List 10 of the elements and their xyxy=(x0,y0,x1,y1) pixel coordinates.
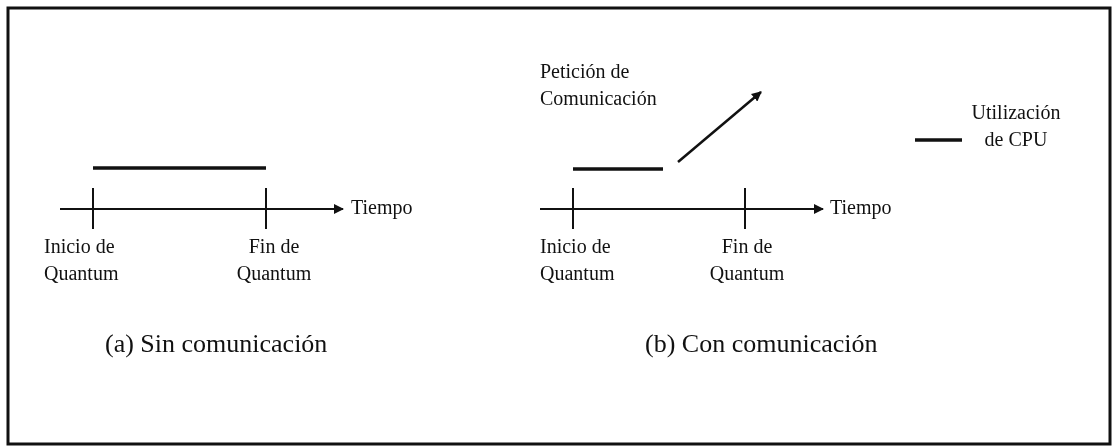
tick-label: Fin de Quantum xyxy=(235,234,313,286)
axis-label: Tiempo xyxy=(351,195,414,221)
annotation-text: Petición de Comunicación xyxy=(540,59,658,111)
legend-label: Utilización de CPU xyxy=(970,100,1062,152)
caption: (a) Sin comunicación xyxy=(105,330,329,357)
caption: (b) Con comunicación xyxy=(645,330,879,357)
tick-label: Inicio de Quantum xyxy=(44,234,120,286)
axis-label: Tiempo xyxy=(830,195,893,221)
tick-label: Fin de Quantum xyxy=(708,234,786,286)
tick-label: Inicio de Quantum xyxy=(540,234,616,286)
